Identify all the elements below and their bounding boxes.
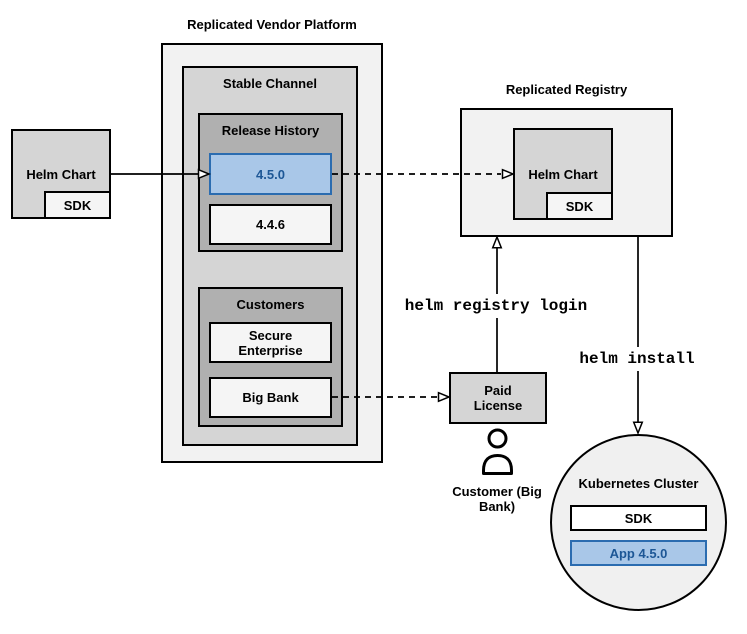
registry-helm-chart-label: Helm Chart <box>528 166 598 182</box>
vendor-platform-box: Stable Channel Release History 4.5.0 4.4… <box>161 43 383 463</box>
release-version-box-446: 4.4.6 <box>209 204 332 245</box>
customers-box: Customers Secure Enterprise Big Bank <box>198 287 343 427</box>
release-version-label: 4.5.0 <box>256 166 285 182</box>
paid-license-label: Paid License <box>473 383 523 413</box>
person-icon <box>482 428 513 475</box>
registry-sdk-box: SDK <box>546 192 613 220</box>
kubernetes-cluster-circle: Kubernetes Cluster SDK App 4.5.0 <box>550 434 727 611</box>
customer-secure-enterprise-box: Secure Enterprise <box>209 322 332 363</box>
paid-license-box: Paid License <box>449 372 547 424</box>
platform-title: Replicated Vendor Platform <box>187 17 357 32</box>
source-sdk-box: SDK <box>44 191 111 219</box>
source-helm-chart-box: Helm Chart SDK <box>11 129 111 219</box>
customer-name-label: Big Bank <box>242 390 299 405</box>
registry-sdk-label: SDK <box>565 198 594 214</box>
cluster-sdk-label: SDK <box>624 510 653 526</box>
source-helm-chart-label: Helm Chart <box>26 166 96 182</box>
customer-persona-label: Customer (Big Bank) <box>452 484 542 514</box>
release-version-label: 4.4.6 <box>256 217 285 232</box>
registry-title: Replicated Registry <box>505 82 628 97</box>
registry-box: Helm Chart SDK <box>460 108 673 237</box>
helm-install-label: helm install <box>567 347 707 371</box>
arrowhead-right-license <box>437 391 451 403</box>
stable-channel-box: Stable Channel Release History 4.5.0 4.4… <box>182 66 358 446</box>
release-history-box: Release History 4.5.0 4.4.6 <box>198 113 343 252</box>
customer-big-bank-box: Big Bank <box>209 377 332 418</box>
customer-name-label: Secure Enterprise <box>238 327 303 358</box>
registry-helm-chart-box: Helm Chart SDK <box>513 128 613 220</box>
cluster-app-box: App 4.5.0 <box>570 540 707 566</box>
cluster-app-label: App 4.5.0 <box>609 545 668 561</box>
cluster-title: Kubernetes Cluster <box>578 476 699 491</box>
source-sdk-label: SDK <box>63 197 92 213</box>
helm-registry-login-label: helm registry login <box>396 294 596 318</box>
release-version-box-450: 4.5.0 <box>209 153 332 195</box>
release-history-title: Release History <box>221 123 320 138</box>
cluster-sdk-box: SDK <box>570 505 707 531</box>
customers-title: Customers <box>236 297 305 312</box>
stable-channel-title: Stable Channel <box>223 76 317 91</box>
arrowhead-down-cluster <box>632 421 644 436</box>
arrowhead-up-registry <box>491 234 503 249</box>
